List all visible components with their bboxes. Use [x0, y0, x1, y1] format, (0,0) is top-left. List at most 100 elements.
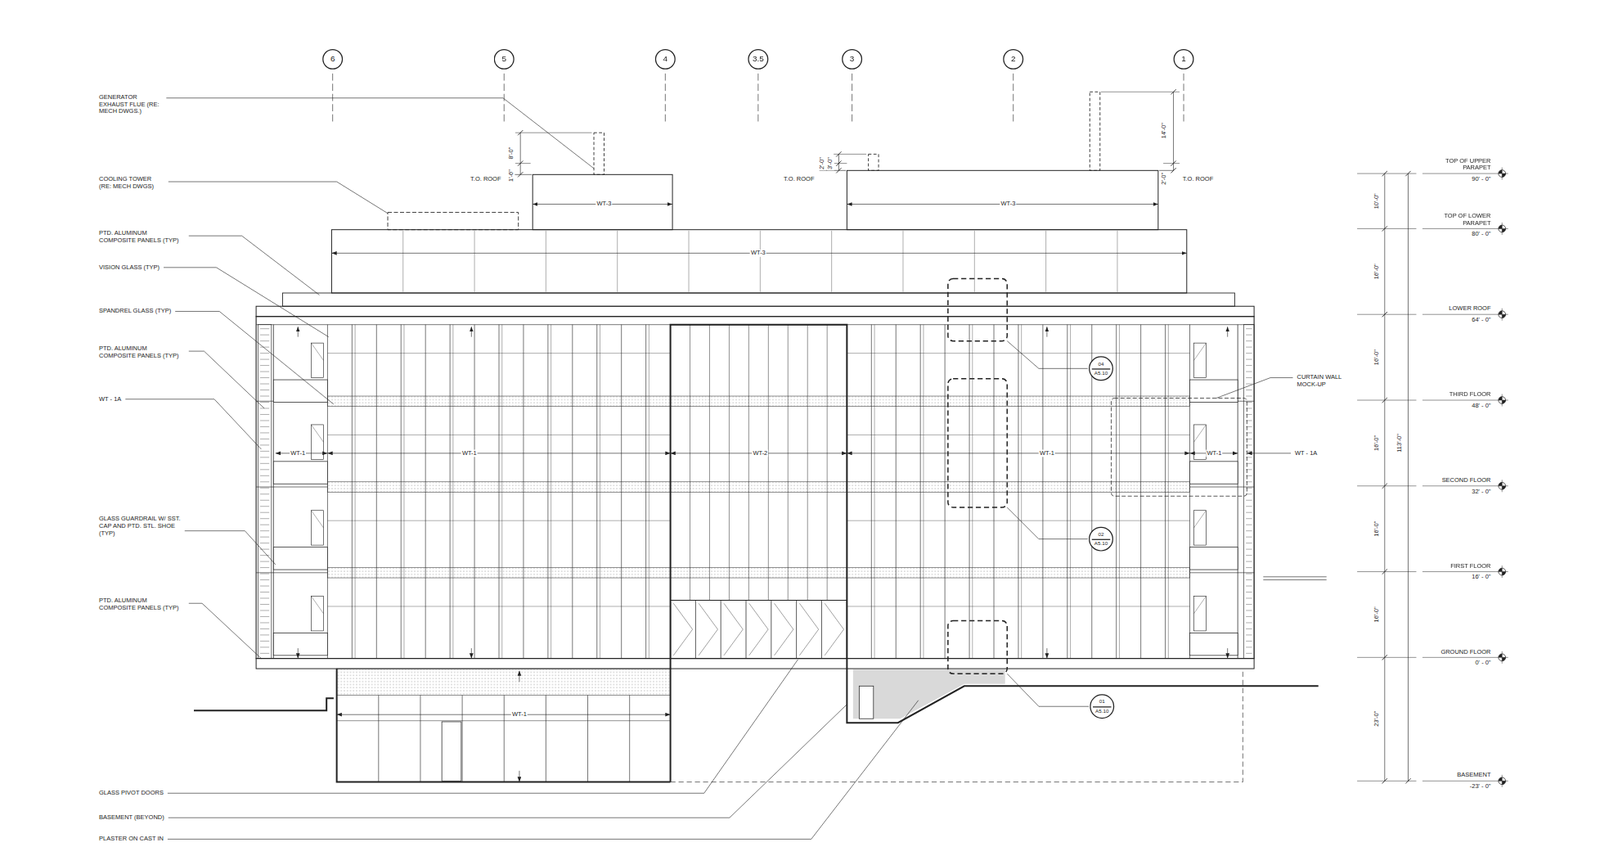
basement-beyond — [670, 668, 1244, 782]
leader-line — [184, 530, 276, 565]
sheet-reference: A5.10 — [1095, 707, 1109, 714]
panel-joint — [260, 480, 270, 482]
panel-joint — [260, 615, 270, 617]
mullion — [1189, 324, 1191, 659]
tag-arrow — [518, 770, 520, 783]
callout-divider — [1092, 705, 1111, 707]
door-frame — [770, 600, 772, 659]
exhaust-flue — [1089, 91, 1100, 171]
annotation-label: THIRD FLOOR — [1432, 391, 1492, 399]
leader-line — [188, 602, 262, 658]
annotation-label: FIRST FLOOR — [1432, 561, 1492, 570]
door-swing — [1194, 424, 1207, 442]
mullion — [1164, 324, 1166, 659]
tag-arrow — [1226, 326, 1228, 337]
panel-joint — [1245, 377, 1252, 378]
mullion — [501, 324, 503, 659]
parapet-band — [283, 292, 1236, 306]
panel-joint — [260, 591, 270, 593]
extension-line — [1357, 228, 1416, 230]
callout-number: 01 — [1099, 699, 1106, 706]
glass-guardrail — [273, 547, 328, 570]
mullion — [648, 324, 650, 659]
mullion — [709, 324, 711, 601]
panel-joint — [1245, 609, 1252, 611]
tag-arrow — [471, 647, 472, 658]
grid-line — [1183, 73, 1185, 125]
door-frame — [746, 600, 747, 659]
panel-joint — [260, 493, 270, 495]
panel-joint — [260, 383, 270, 385]
panel-joint — [260, 352, 270, 354]
floor-line — [1190, 486, 1255, 488]
mullion — [419, 695, 421, 783]
glass-pivot-doors — [670, 600, 848, 659]
annotation-label: CURTAIN WALL MOCK-UP — [1295, 373, 1349, 388]
dimension-line — [1173, 91, 1174, 171]
leader-line — [167, 700, 919, 840]
detail-boundary — [948, 378, 1007, 508]
dimension-tick — [835, 167, 841, 173]
callout-number: 6 — [330, 54, 336, 64]
annotation-label: COOLING TOWER (RE: MECH DWGS) — [98, 175, 166, 190]
annotation-label: GENERATOR EXHAUST FLUE (RE: MECH DWGS.) — [98, 94, 164, 116]
panel-joint — [260, 359, 270, 360]
extension-line — [1357, 656, 1416, 658]
extension-line — [515, 162, 531, 164]
dimension-tick — [1382, 311, 1388, 317]
door-swing — [1194, 596, 1207, 614]
dimension-text: 10'-0" — [1373, 192, 1381, 211]
mechanical-enclosure — [532, 174, 673, 230]
dimension-tick — [1382, 654, 1388, 660]
mullion — [922, 324, 924, 659]
level-marker-cross — [1501, 565, 1503, 578]
dimension-tick — [517, 130, 523, 135]
mullion — [1042, 324, 1043, 659]
leader-line — [167, 659, 799, 793]
panel-joint — [260, 579, 270, 580]
extension-line — [1357, 570, 1416, 572]
grid-line — [851, 73, 853, 125]
level-line — [1422, 228, 1497, 230]
panel-joint — [260, 444, 270, 445]
panel-joint — [1245, 517, 1252, 519]
callout-number: 5 — [501, 54, 507, 64]
glass-door — [1194, 342, 1207, 378]
grid-bubble: 1 — [1173, 49, 1195, 70]
transom — [846, 605, 1190, 607]
panel-joint — [1245, 628, 1252, 630]
panel-joint — [260, 328, 270, 329]
dimension-tick — [1382, 397, 1388, 403]
sheet-reference: A5.10 — [1094, 369, 1108, 376]
panel-joint — [688, 230, 690, 293]
leader-line — [1216, 377, 1294, 399]
annotation-label: WT - 1A — [1294, 449, 1319, 458]
glass-door — [1194, 424, 1207, 459]
basement-wall — [337, 668, 671, 782]
mullion — [596, 324, 598, 659]
panel-joint — [759, 230, 761, 293]
panel-joint — [1245, 585, 1252, 587]
panel-joint — [260, 364, 270, 366]
ground-slab — [256, 658, 1254, 669]
level-line — [1422, 314, 1497, 315]
level-marker-cross — [1501, 394, 1503, 407]
panel-joint — [1245, 646, 1252, 648]
callout-leader — [1006, 673, 1089, 706]
glass-door — [310, 342, 324, 378]
extension-line — [515, 132, 593, 134]
annotation-label: T.O. ROOF — [782, 175, 816, 184]
panel-joint — [902, 230, 904, 293]
callout-number: 3.5 — [752, 54, 765, 64]
annotation-label: SECOND FLOOR — [1432, 476, 1492, 485]
transom — [337, 719, 671, 721]
glass-guardrail — [1190, 461, 1239, 484]
mullion — [550, 324, 552, 659]
panel-joint — [260, 450, 270, 452]
mullion — [1069, 324, 1071, 659]
detail-callout: 01A5.10 — [1089, 693, 1115, 719]
spandrel-glass — [327, 481, 1190, 492]
dimension-tick — [1170, 167, 1176, 173]
annotation-label: 64' - 0" — [1470, 316, 1493, 324]
door-swing — [1194, 510, 1207, 528]
